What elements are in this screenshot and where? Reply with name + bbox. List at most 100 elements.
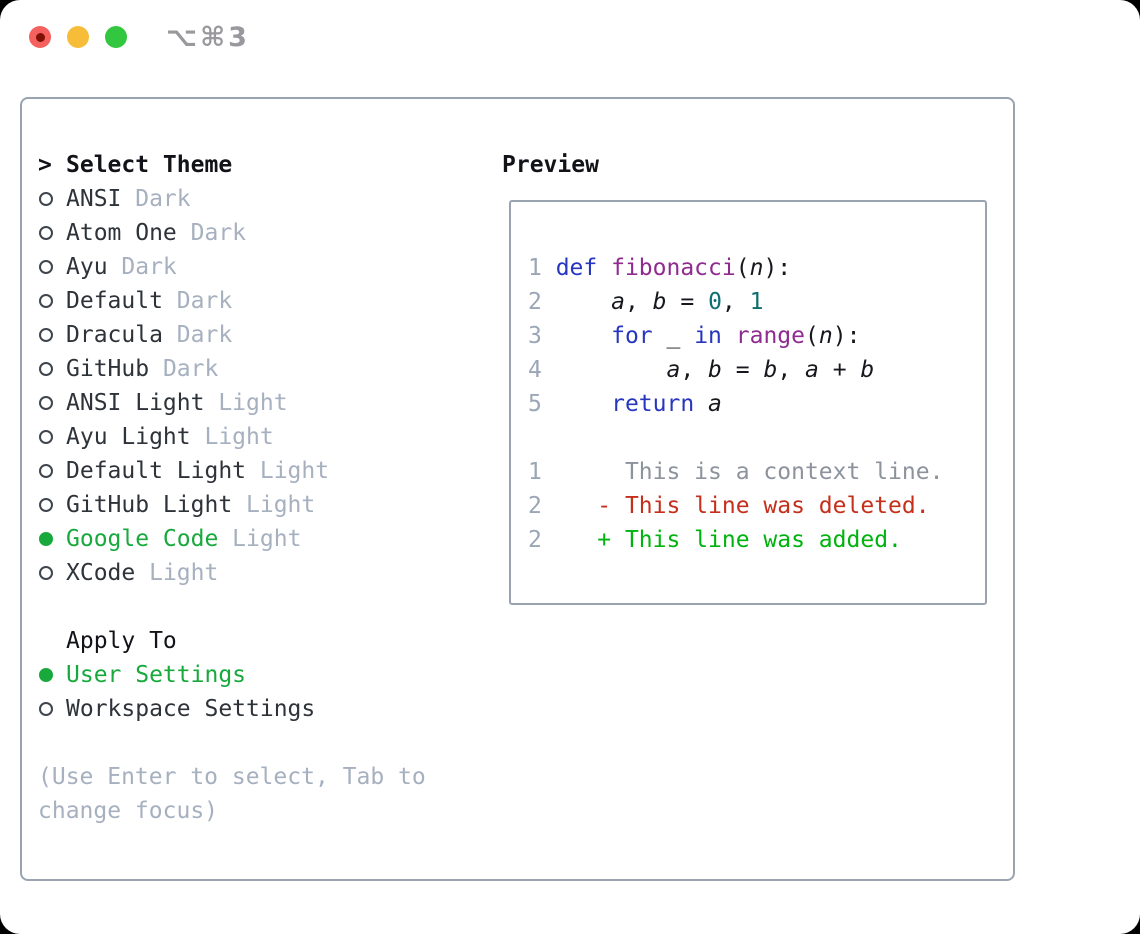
code-token: n [749, 255, 764, 281]
code-token: b [708, 357, 722, 383]
code-token: 1 [749, 289, 764, 315]
code-token: for [611, 323, 653, 349]
radio-selected-icon [39, 532, 53, 546]
radio-unselected-icon [39, 464, 53, 478]
spacer [38, 726, 426, 760]
radio-marker [38, 396, 66, 410]
theme-option-default-light[interactable]: Default Light Light [38, 454, 426, 488]
preview-line: 3 for _ in range(n): [528, 319, 943, 353]
radio-unselected-icon [39, 192, 53, 206]
option-label: Ayu Light [66, 424, 191, 450]
option-label: GitHub [66, 356, 150, 382]
code-token [556, 391, 611, 417]
radio-marker [38, 260, 66, 274]
option-variant: Dark [162, 322, 233, 348]
theme-option-github-light[interactable]: GitHub Light Light [38, 488, 426, 522]
window-title: ⌥⌘3 [166, 22, 250, 53]
radio-unselected-icon [39, 328, 53, 342]
radio-marker [38, 702, 66, 716]
preview-line: 1 def fibonacci(n): [528, 251, 943, 285]
radio-marker [38, 362, 66, 376]
code-token: a [805, 357, 819, 383]
radio-marker [38, 192, 66, 206]
theme-option-google-code[interactable]: Google Code Light [38, 522, 426, 556]
radio-unselected-icon [39, 362, 53, 376]
theme-option-ayu-light[interactable]: Ayu Light Light [38, 420, 426, 454]
option-variant: Dark [176, 220, 247, 246]
theme-option-xcode[interactable]: XCode Light [38, 556, 426, 590]
theme-option-dracula[interactable]: Dracula Dark [38, 318, 426, 352]
code-token: + This line was added. [555, 527, 902, 553]
option-variant: Dark [121, 186, 191, 212]
code-token: 4 [528, 357, 556, 383]
radio-unselected-icon [39, 566, 53, 580]
radio-unselected-icon [39, 226, 53, 240]
code-token: 2 [528, 527, 556, 553]
option-variant: Light [246, 458, 330, 484]
prompt-icon: > [38, 152, 52, 178]
select-theme-label: Select Theme [66, 152, 233, 178]
code-token: 3 [528, 323, 556, 349]
apply-option-user-settings[interactable]: User Settings [38, 658, 426, 692]
radio-marker [38, 328, 66, 342]
apply-to-header: Apply To [38, 624, 426, 658]
option-variant: Dark [149, 356, 219, 382]
code-token: b [860, 357, 875, 383]
close-button[interactable] [29, 26, 51, 48]
preview-header: Preview [502, 152, 599, 178]
theme-option-github[interactable]: GitHub Dark [38, 352, 426, 386]
preview-line: 2 a, b = 0, 1 [528, 285, 943, 319]
theme-option-ansi[interactable]: ANSI Dark [38, 182, 426, 216]
option-variant: Dark [107, 254, 177, 280]
option-label: Atom One [66, 220, 177, 246]
preview-blank-line [528, 421, 943, 455]
option-variant: Dark [162, 288, 233, 314]
spacer [38, 590, 426, 624]
option-variant: Light [204, 390, 288, 416]
code-token: = [721, 357, 764, 383]
theme-option-default[interactable]: Default Dark [38, 284, 426, 318]
option-label: ANSI [66, 186, 122, 212]
code-token: , [777, 357, 806, 383]
theme-option-ansi-light[interactable]: ANSI Light Light [38, 386, 426, 420]
code-token: ( [805, 323, 819, 349]
zoom-button[interactable] [105, 26, 127, 48]
code-token: n [818, 323, 833, 349]
code-token: return [611, 391, 695, 417]
radio-marker [38, 566, 66, 580]
radio-marker [38, 464, 66, 478]
code-token: ( [735, 255, 750, 281]
minimize-button[interactable] [67, 26, 89, 48]
radio-selected-icon [39, 668, 53, 682]
radio-marker [38, 498, 66, 512]
option-variant: Light [232, 492, 316, 518]
code-token: def [555, 255, 612, 281]
code-token: 1 [528, 459, 556, 485]
option-variant: Light [218, 526, 302, 552]
theme-option-atom-one[interactable]: Atom One Dark [38, 216, 426, 250]
code-token [694, 391, 708, 417]
radio-marker [38, 430, 66, 444]
apply-option-workspace-settings[interactable]: Workspace Settings [38, 692, 426, 726]
option-variant: Light [190, 424, 274, 450]
radio-unselected-icon [39, 498, 53, 512]
code-token: 1 [528, 255, 556, 281]
option-label: XCode [66, 560, 136, 586]
apply-to-label: Apply To [66, 628, 177, 654]
radio-unselected-icon [39, 396, 53, 410]
theme-option-ayu[interactable]: Ayu Dark [38, 250, 426, 284]
code-token: in [694, 323, 722, 349]
option-label: Default Light [66, 458, 247, 484]
option-label: User Settings [66, 662, 247, 688]
code-token [556, 323, 611, 349]
code-token: b [763, 357, 778, 383]
code-token: , [721, 289, 750, 315]
radio-marker [38, 226, 66, 240]
code-token: This is a context line. [555, 459, 944, 485]
code-token: a [708, 391, 722, 417]
code-token [722, 323, 736, 349]
